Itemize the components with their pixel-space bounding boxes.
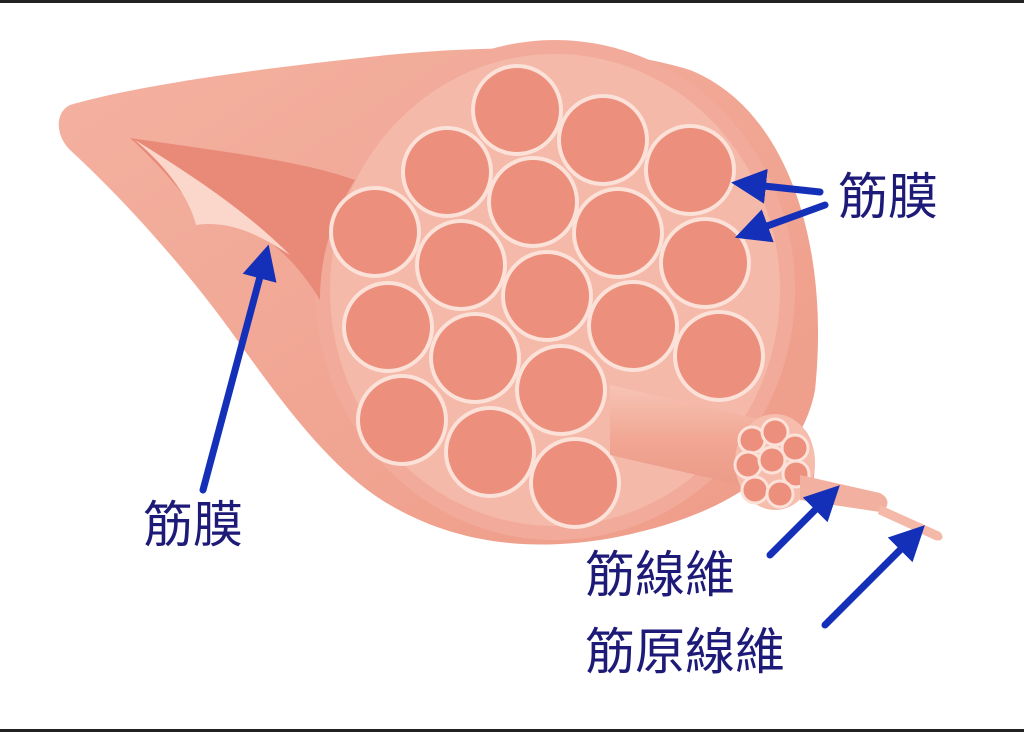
label-membrane-right: 筋膜	[838, 168, 938, 226]
label-membrane-left: 筋膜	[143, 496, 243, 554]
arrow-membrane-left	[199, 244, 277, 494]
fascicles	[329, 64, 765, 529]
label-myofibril: 筋原線維	[585, 623, 785, 681]
top-border	[0, 0, 1024, 3]
arrow-membrane-right-2	[734, 201, 829, 243]
arrow-membrane-right-1	[731, 168, 824, 204]
bottom-border	[0, 729, 1024, 732]
label-muscle-fiber: 筋線維	[585, 546, 735, 604]
arrow-muscle-fiber	[766, 485, 840, 559]
arrow-myofibril	[821, 525, 925, 629]
myofibril-strand	[800, 475, 888, 512]
